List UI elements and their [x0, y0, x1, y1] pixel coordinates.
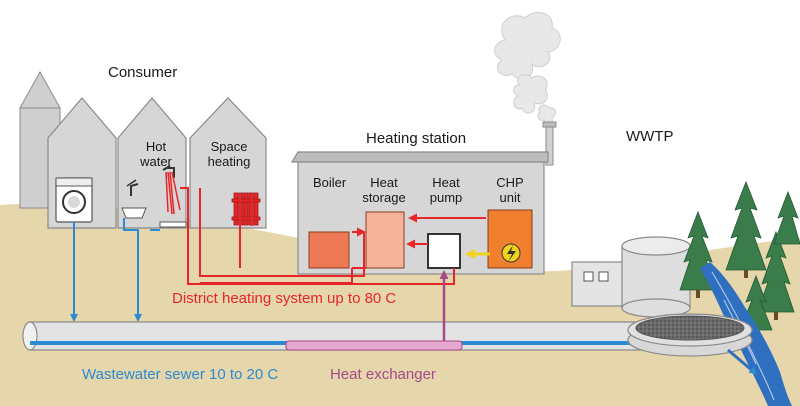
- heat-exchanger-band: [285, 340, 463, 351]
- heating-station-label: Heating station: [366, 130, 467, 147]
- space-heating-label: Space heating: [207, 139, 251, 169]
- house-hot-water: [117, 97, 187, 229]
- drain-lines: [70, 218, 160, 322]
- clarifier: [627, 313, 753, 357]
- consumer-label: Consumer: [108, 64, 178, 81]
- radiator-icon: [231, 192, 261, 226]
- digester-tank: [621, 236, 691, 318]
- trees: [679, 180, 800, 331]
- hot-water-label: Hot water: [140, 139, 172, 169]
- heat-storage-unit: [365, 211, 405, 269]
- heating-station: [290, 151, 549, 275]
- heat-pump-label: Heat pump: [429, 175, 463, 205]
- district-heating-label: District heating system up to 80 C: [172, 290, 397, 307]
- heat-storage-label: Heat storage: [362, 175, 406, 205]
- heat-exchanger-label: Heat exchanger: [330, 366, 436, 383]
- smoke-plume: [494, 12, 561, 125]
- house-space-heating: [189, 97, 267, 229]
- wastewater-sewer-label: Wastewater sewer 10 to 20 C: [82, 366, 279, 383]
- chp-unit-label: CHP unit: [496, 175, 524, 205]
- boiler-unit: [308, 231, 350, 269]
- wwtp-label: WWTP: [626, 128, 674, 145]
- district-heating-lines: [180, 187, 455, 285]
- boiler-label: Boiler: [313, 175, 347, 190]
- heat-pump-unit: [427, 233, 461, 269]
